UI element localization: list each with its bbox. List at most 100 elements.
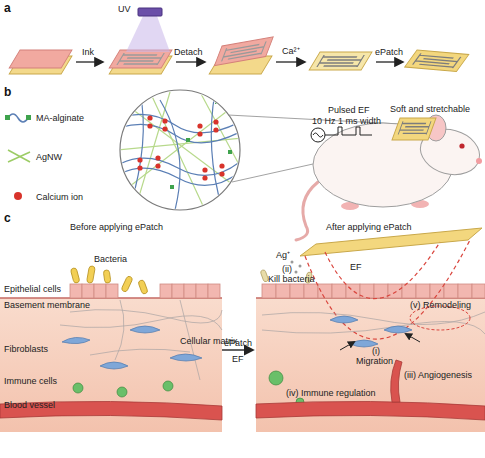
network-zoom [186, 138, 190, 142]
annotation: EF [232, 354, 244, 364]
alginate-symbol [8, 114, 28, 122]
step-label: ePatch [375, 47, 403, 57]
immune-cells [163, 381, 173, 391]
fabrication-step-2 [109, 50, 172, 68]
epithelial-cells [304, 284, 318, 298]
annotation: Migration [356, 356, 393, 366]
process-arrow [76, 61, 102, 62]
epithelial-cells [94, 284, 106, 298]
alginate-symbol [26, 115, 31, 120]
network-zoom [155, 163, 160, 168]
electric-field [325, 242, 440, 299]
tissue-after [256, 298, 485, 432]
network-zoom [202, 175, 207, 180]
fibroblasts [330, 316, 412, 347]
process-arrow [376, 62, 402, 63]
fibroblasts [384, 326, 412, 333]
uv-lamp [138, 8, 162, 16]
network-zoom [160, 100, 180, 210]
epatch-on-mouse [398, 121, 431, 134]
panel-letter: c [4, 212, 11, 225]
blood-vessel-after [256, 360, 485, 420]
epithelial-cells [374, 284, 388, 298]
legend-label: AgNW [36, 152, 62, 162]
epithelial-cells [196, 284, 208, 298]
epithelial-cells [172, 284, 184, 298]
epithelial-cells [416, 284, 430, 298]
network-zoom [219, 163, 224, 168]
epatch-on-mouse [392, 118, 436, 140]
network-zoom [200, 92, 242, 170]
epatch-sheet [300, 228, 482, 256]
annotation: Basement membrane [4, 300, 90, 310]
epithelial-cells [262, 284, 485, 298]
legend-label: Calcium ion [36, 192, 83, 202]
process-arrow [176, 61, 204, 62]
silver-ions [299, 265, 302, 268]
fabrication-step-3 [222, 41, 266, 61]
pulse-source [325, 127, 372, 135]
network-zoom [170, 185, 174, 189]
silver-ions [295, 271, 298, 274]
pulse-source [311, 128, 325, 142]
fabrication-step-4 [309, 52, 372, 70]
fabrication-step-4 [317, 55, 364, 67]
callout-number: (ii) [282, 264, 292, 274]
epatch-on-mouse [398, 121, 431, 134]
network-zoom [137, 157, 142, 162]
transition-arrow [222, 350, 252, 351]
epithelial-cells [208, 284, 220, 298]
silver-ions [291, 261, 294, 264]
network-zoom [215, 100, 219, 104]
mouse [296, 115, 485, 240]
network-zoom [137, 165, 142, 170]
epithelial-cells [444, 284, 458, 298]
network-zoom [130, 92, 143, 208]
alginate-symbol [5, 114, 31, 122]
annotation: (iii) Angiogenesis [404, 370, 472, 380]
epithelial-cells [430, 284, 444, 298]
fibroblasts [350, 340, 378, 347]
network-zoom [155, 155, 160, 160]
process-arrow [276, 62, 304, 63]
mouse [459, 143, 464, 148]
fabrication-step-3 [214, 37, 273, 66]
epatch-sheet [300, 228, 482, 256]
blood-vessel-after [391, 360, 402, 402]
bacteria [86, 266, 95, 284]
epithelial-cells [82, 284, 94, 298]
process-arrow [376, 61, 402, 62]
fabrication-step-3 [222, 41, 266, 61]
annotation: Immune cells [4, 376, 57, 386]
annotation: Kill bacteria [268, 274, 315, 284]
tissue-before [0, 298, 222, 432]
fibroblasts [170, 354, 202, 361]
network-zoom [147, 123, 152, 128]
network-zoom [120, 90, 240, 210]
uv-lamp [126, 16, 170, 52]
fabrication-step-5 [405, 50, 469, 72]
callout-number: (i) [372, 346, 380, 356]
network-zoom [197, 123, 202, 128]
network-zoom [219, 171, 224, 176]
transition-arrow [222, 349, 252, 350]
immune-cells [269, 371, 283, 385]
network-zoom [118, 124, 240, 143]
pulse-source [311, 127, 372, 142]
fabrication-step-2 [117, 53, 164, 65]
fibroblasts [62, 337, 90, 343]
fabrication-step-3 [214, 37, 273, 66]
network-zoom [128, 100, 232, 199]
mouse [476, 158, 482, 164]
migration-arrows [340, 342, 354, 350]
network-zoom [130, 195, 134, 199]
epithelial-cells [402, 284, 416, 298]
epithelial-cells [262, 284, 276, 298]
epithelial-cells [276, 284, 290, 298]
annotation: Bacteria [94, 254, 127, 264]
cellular-matrix [115, 300, 124, 360]
network-zoom [213, 119, 218, 124]
signal-label: 10 Hz 1 ms width [312, 116, 381, 126]
electric-field [305, 240, 470, 339]
fabrication-step-4 [317, 55, 364, 67]
